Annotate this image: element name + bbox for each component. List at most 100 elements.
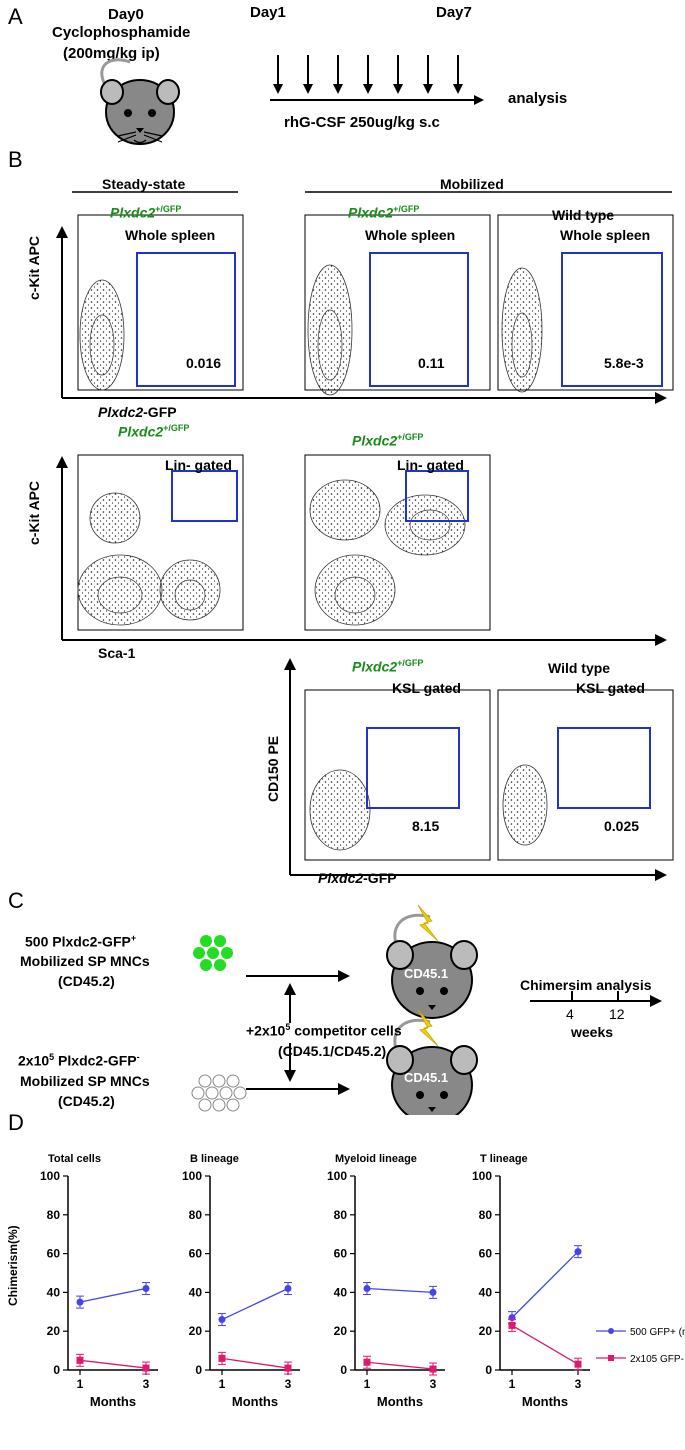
- series-line: [511, 1251, 579, 1319]
- day7-label: Day7: [436, 4, 472, 21]
- analysis-label: analysis: [508, 90, 568, 107]
- data-point: [76, 1298, 84, 1306]
- chart-title: Myeloid lineage: [335, 1153, 417, 1165]
- y-tick-label: 0: [340, 1363, 347, 1377]
- competitor-line2: (CD45.1/CD45.2): [278, 1043, 387, 1059]
- x-axis-label: Months: [232, 1394, 278, 1409]
- y-tick-label: 60: [189, 1247, 203, 1261]
- x-tick-label: 3: [285, 1377, 292, 1391]
- injection-arrows: [273, 55, 463, 94]
- x-tick-label: 3: [575, 1377, 582, 1391]
- chart-title: T lineage: [480, 1153, 528, 1165]
- cd150-axis: CD150 PE: [265, 735, 281, 802]
- legend-marker-gfp-neg: [608, 1355, 614, 1361]
- y-tick-label: 20: [334, 1324, 348, 1338]
- data-point: [429, 1365, 437, 1373]
- gfp-axis-2: Plxdc2-GFP: [318, 870, 397, 886]
- recipient-label-2: CD45.1: [404, 1070, 449, 1085]
- legend-marker-gfp-pos: [608, 1328, 614, 1334]
- recipient-mouse-icon-2: [386, 1009, 478, 1115]
- legend-label-gfp-neg: 2x105 GFP- (n=8): [630, 1354, 685, 1365]
- dose-label: (200mg/kg ip): [63, 45, 160, 62]
- chimerism-ylabel: Chimerism(%): [6, 1225, 20, 1306]
- x-tick-label: 1: [509, 1377, 516, 1391]
- genotype-label-2: Plxdc2+/GFP: [348, 204, 420, 221]
- y-tick-label: 80: [479, 1208, 493, 1222]
- gfp-axis-1: Plxdc2-GFP: [98, 404, 177, 420]
- competitor-line1: +2x105 competitor cells: [246, 1022, 402, 1039]
- gate-value-ksl-het: 8.15: [412, 818, 440, 834]
- group1-line1: 500 Plxdc2-GFP+: [25, 933, 137, 950]
- data-point: [574, 1248, 582, 1256]
- x-tick-label: 3: [143, 1377, 150, 1391]
- gate-value-ksl-wt: 0.025: [604, 818, 640, 834]
- whole-spleen-label-2: Whole spleen: [365, 227, 456, 243]
- x-axis-label: Months: [522, 1394, 568, 1409]
- genotype-label-3: Plxdc2+/GFP: [118, 423, 190, 440]
- data-point: [218, 1354, 226, 1362]
- data-point: [284, 1285, 292, 1293]
- gfp-negative-cells-icon: [191, 1074, 247, 1112]
- series-line: [366, 1361, 434, 1370]
- y-tick-label: 60: [47, 1247, 61, 1261]
- y-tick-label: 80: [47, 1208, 61, 1222]
- lin-gated-label-1: Lin- gated: [165, 457, 232, 473]
- wildtype-label-1: Wild type: [552, 207, 615, 223]
- weeks-label: weeks: [571, 1024, 614, 1040]
- x-tick-label: 1: [77, 1377, 84, 1391]
- data-point: [429, 1288, 437, 1296]
- panel-label-d: D: [8, 1110, 24, 1135]
- steady-state-header: Steady-state: [102, 176, 186, 192]
- y-tick-label: 40: [189, 1285, 203, 1299]
- series-line: [221, 1287, 289, 1321]
- group2-line2: Mobilized SP MNCs: [20, 1073, 150, 1089]
- panel-label-b: B: [8, 147, 23, 172]
- panel-label-a: A: [8, 4, 23, 29]
- ckit-axis-1: c-Kit APC: [26, 235, 42, 300]
- data-point: [574, 1360, 582, 1368]
- data-point: [142, 1285, 150, 1293]
- week-tick-12: 12: [609, 1006, 625, 1022]
- group2-line1: 2x105 Plxdc2-GFP-: [18, 1052, 140, 1069]
- group2-line3: (CD45.2): [58, 1093, 115, 1109]
- genotype-label-1: Plxdc2+/GFP: [110, 204, 182, 221]
- y-tick-label: 20: [47, 1324, 61, 1338]
- day1-label: Day1: [250, 4, 286, 21]
- ksl-gated-label-2: KSL gated: [576, 680, 645, 696]
- y-tick-label: 40: [47, 1285, 61, 1299]
- y-tick-label: 100: [327, 1169, 347, 1183]
- chimerism-title: Chimersim analysis: [520, 977, 652, 993]
- y-tick-label: 0: [485, 1363, 492, 1377]
- timeline-graphic: [100, 55, 484, 145]
- series-line: [511, 1324, 579, 1365]
- y-tick-label: 60: [334, 1247, 348, 1261]
- recipient-mouse-icon-1: [386, 904, 478, 1019]
- whole-spleen-label-3: Whole spleen: [560, 227, 651, 243]
- gate-value-mob-het: 0.11: [418, 355, 445, 371]
- genotype-label-4: Plxdc2+/GFP: [352, 432, 424, 449]
- transplant-schematic: [191, 904, 662, 1115]
- genotype-label-5: Plxdc2+/GFP: [352, 658, 424, 675]
- data-point: [218, 1316, 226, 1324]
- y-tick-label: 40: [479, 1285, 493, 1299]
- series-line: [79, 1287, 147, 1303]
- series-line: [366, 1287, 434, 1294]
- wildtype-label-2: Wild type: [548, 660, 611, 676]
- group1-line3: (CD45.2): [58, 973, 115, 989]
- week-tick-4: 4: [566, 1006, 574, 1022]
- data-point: [363, 1285, 371, 1293]
- y-tick-label: 100: [182, 1169, 202, 1183]
- gate-value-mob-wt: 5.8e-3: [604, 355, 644, 371]
- mouse-icon: [100, 58, 180, 145]
- y-tick-label: 0: [53, 1363, 60, 1377]
- gate-value-steady: 0.016: [186, 355, 222, 371]
- x-axis-label: Months: [377, 1394, 423, 1409]
- mobilized-header: Mobilized: [440, 176, 504, 192]
- series-line: [221, 1357, 289, 1369]
- x-axis-label: Months: [90, 1394, 136, 1409]
- data-point: [284, 1364, 292, 1372]
- data-point: [363, 1358, 371, 1366]
- lin-gated-label-2: Lin- gated: [397, 457, 464, 473]
- data-point: [142, 1364, 150, 1372]
